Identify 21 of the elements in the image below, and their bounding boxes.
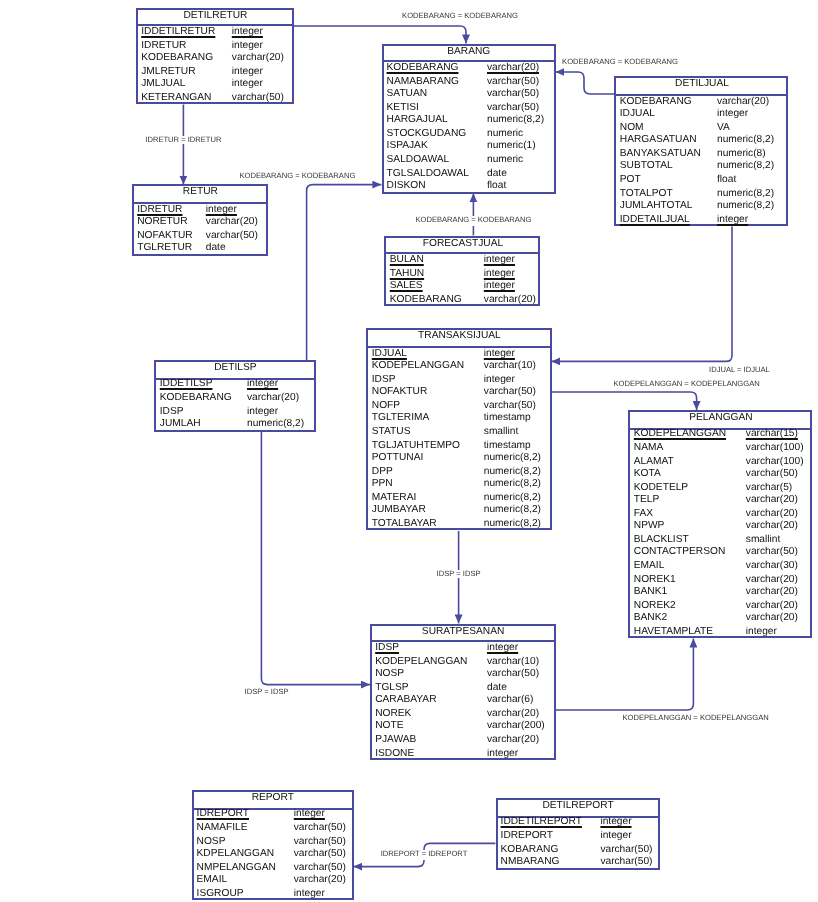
entity-table bbox=[381, 43, 556, 194]
relationship-arrow bbox=[293, 25, 470, 45]
entity-table bbox=[132, 184, 268, 256]
entity-table bbox=[614, 76, 789, 227]
relationship-arrow bbox=[260, 430, 371, 689]
relationship-arrow bbox=[550, 391, 701, 411]
entity-table bbox=[154, 360, 316, 432]
entity-table bbox=[136, 7, 294, 105]
entity-table bbox=[370, 623, 556, 761]
relationship-arrow bbox=[454, 530, 463, 625]
relationship-arrow bbox=[352, 842, 497, 871]
relationship-arrow bbox=[554, 637, 698, 711]
relationship-arrow bbox=[179, 103, 188, 186]
relationship-arrow bbox=[550, 225, 733, 366]
entity-table bbox=[191, 790, 354, 901]
entity-table bbox=[495, 798, 660, 870]
relationship-arrow bbox=[305, 180, 383, 361]
entity-table bbox=[366, 328, 552, 531]
entity-table bbox=[384, 235, 541, 307]
relationship-arrow bbox=[554, 68, 616, 95]
entity-table bbox=[628, 410, 813, 639]
